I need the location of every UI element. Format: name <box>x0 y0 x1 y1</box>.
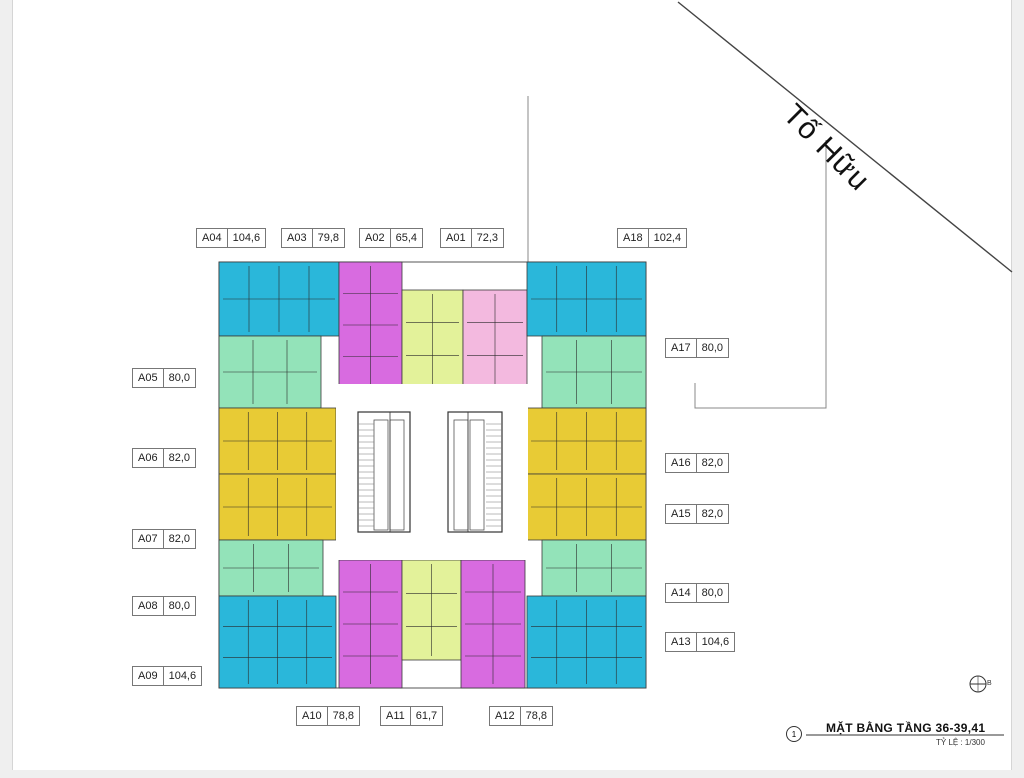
reference-line-right <box>694 140 827 409</box>
bottom-edge <box>0 770 1024 778</box>
plan-scale: TỶ LỆ : 1/300 <box>936 738 985 747</box>
right-edge <box>1011 0 1024 778</box>
left-edge <box>0 0 13 778</box>
elevator-shaft-1 <box>373 419 389 531</box>
elevator-shaft-4 <box>469 419 485 531</box>
street-boundary-line <box>677 1 1013 273</box>
plan-number-badge: 1 <box>786 726 802 742</box>
north-arrow-label: B <box>987 680 992 687</box>
plan-title: MẶT BẰNG TẦNG 36-39,41 <box>826 721 986 735</box>
